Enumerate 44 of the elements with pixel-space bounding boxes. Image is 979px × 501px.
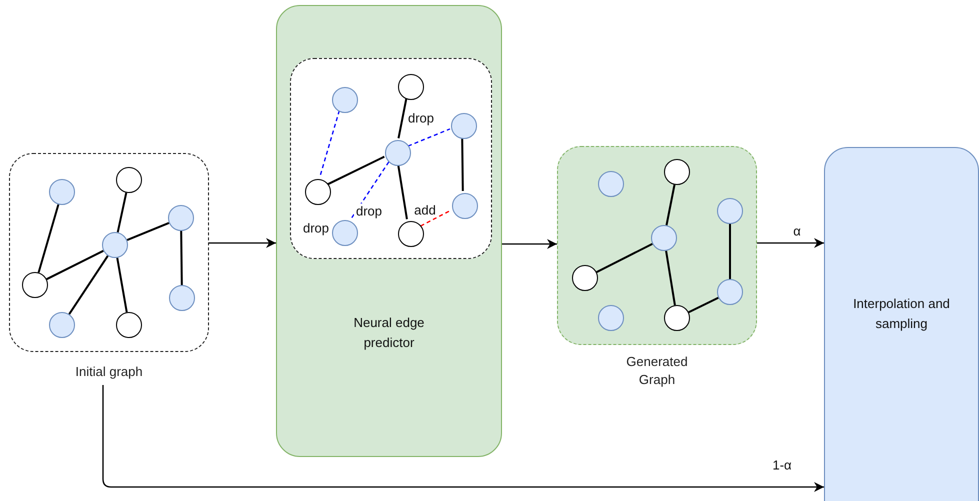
dashed-graph-edge bbox=[408, 128, 450, 147]
graph-node-circle bbox=[398, 74, 424, 100]
edge-label: drop bbox=[354, 204, 384, 218]
graph-edge bbox=[116, 258, 128, 312]
graph-edge bbox=[116, 192, 128, 232]
graph-node-circle bbox=[452, 193, 478, 219]
graph-edge bbox=[126, 222, 170, 241]
graph-caption: Initial graph bbox=[74, 363, 144, 381]
dashed-graph-edge bbox=[420, 209, 452, 227]
panel-title: Neural edge predictor bbox=[352, 314, 426, 352]
dashed-graph-edge bbox=[319, 110, 340, 178]
graph-node-circle bbox=[332, 87, 358, 113]
graph-edge bbox=[666, 184, 676, 226]
graph-edge bbox=[180, 230, 183, 286]
graph-caption: Generated Graph bbox=[625, 353, 689, 389]
dashed-graph-edge bbox=[350, 161, 390, 221]
graph-node-circle bbox=[305, 179, 331, 205]
graph-edge bbox=[461, 136, 464, 192]
arrow bbox=[502, 239, 557, 249]
edge-label: 1-α bbox=[770, 458, 794, 472]
panel-title: Interpolation and sampling bbox=[852, 295, 951, 333]
graph-edge bbox=[729, 224, 731, 279]
graph-edge bbox=[38, 204, 60, 273]
graph-edge bbox=[327, 156, 385, 186]
graph-node-circle bbox=[385, 140, 411, 166]
edge-label: add bbox=[412, 202, 438, 218]
graph-node-circle bbox=[451, 113, 477, 139]
arrow bbox=[209, 238, 276, 248]
graph-edge bbox=[46, 250, 104, 280]
graph-node-circle bbox=[398, 221, 424, 247]
graph-edge bbox=[68, 255, 109, 315]
graph-edge bbox=[688, 296, 719, 314]
graph-edge bbox=[397, 164, 408, 220]
process-panel bbox=[824, 147, 979, 501]
graph-node-circle bbox=[332, 220, 358, 246]
graph-edge bbox=[665, 250, 676, 306]
edge-label: drop bbox=[406, 110, 436, 126]
arrow bbox=[102, 385, 824, 492]
graph-edge bbox=[596, 242, 653, 274]
process-panel bbox=[276, 5, 502, 457]
arrow bbox=[757, 238, 824, 248]
dashed-graph-frame bbox=[290, 58, 492, 259]
edge-label: drop bbox=[300, 220, 332, 236]
graph-edge bbox=[398, 98, 408, 138]
